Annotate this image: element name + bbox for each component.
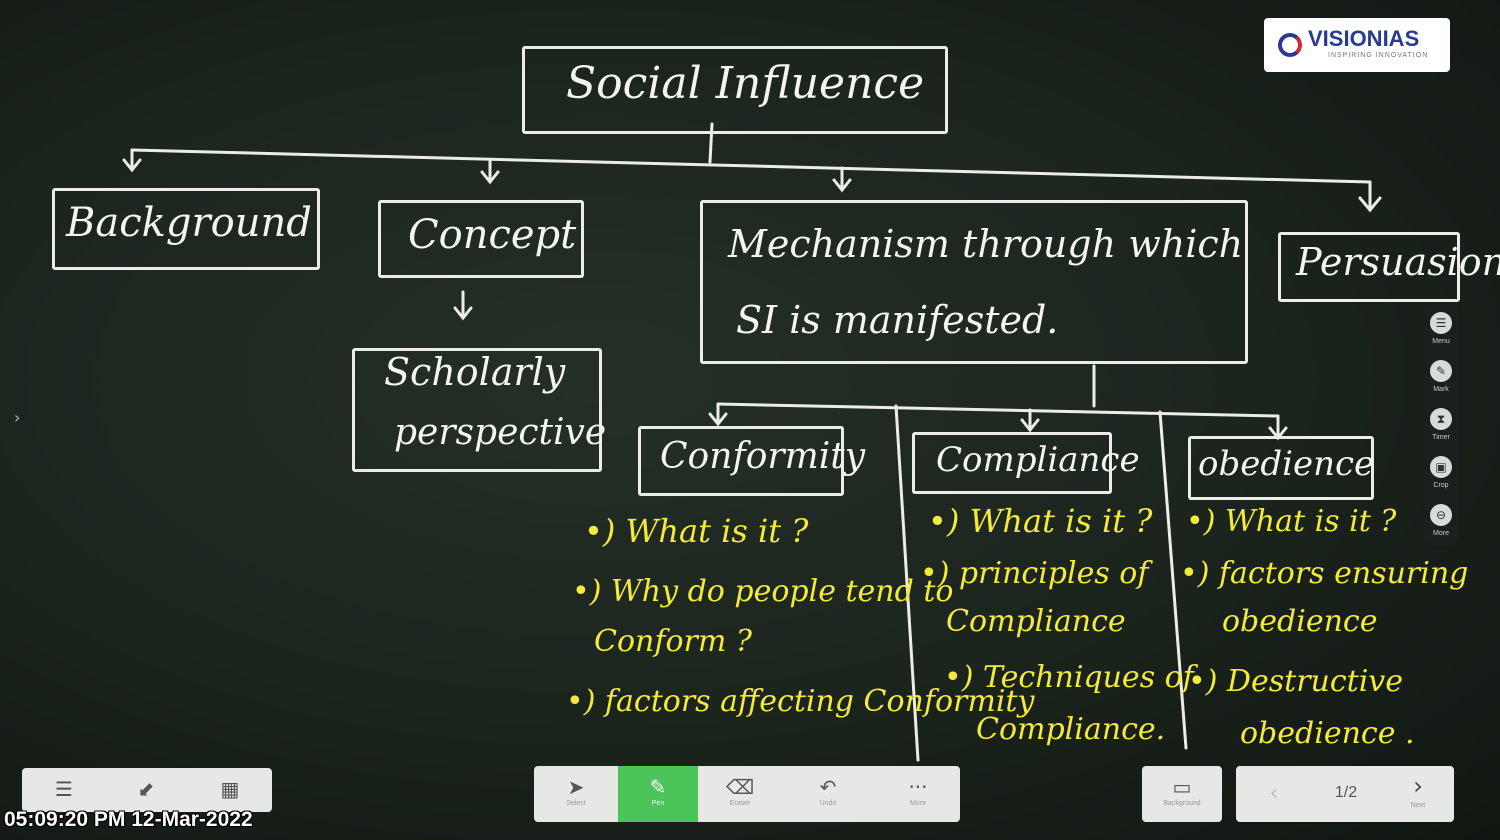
background-button[interactable]: ▭ Background [1142,766,1222,822]
logo-name: VISIONIAS [1308,26,1420,51]
side-expand-icon[interactable]: › [14,408,21,427]
conformity-node: Conformity [660,436,866,477]
next-page-button[interactable]: › Next [1396,770,1440,818]
compliance-node: Compliance [936,440,1140,480]
obedience-note-factors-cont: obedience [1222,604,1378,639]
concept-box [378,200,584,278]
scholarly-node-line2: perspective [394,412,607,453]
compliance-note-principles-cont: Compliance [946,604,1126,639]
cursor-icon: ➤ [567,775,585,799]
chevron-right-icon: › [1413,772,1423,800]
compliance-note-principles: •) principles of [920,556,1149,591]
pen-icon: ✎ [649,775,667,799]
vision-ias-logo-icon [1278,33,1302,57]
title-box [522,46,948,134]
side-toolbar: ☰ Menu ✎ Mark ⧗ Timer ▣ Crop ⊖ More [1424,305,1458,545]
conformity-note-why: •) Why do people tend to [572,574,954,609]
side-tool-mark[interactable]: ✎ Mark [1426,357,1456,403]
more-dots-icon: ··· [908,775,928,799]
select-tool-button[interactable]: ➤ Select [534,766,618,822]
conformity-note-why-cont: Conform ? [594,624,752,659]
crop-icon: ▣ [1430,456,1452,478]
more-tools-button[interactable]: ··· More [876,766,960,822]
background-button-inner: ▭ Background [1142,766,1222,822]
obedience-note-destructive-cont: obedience . [1240,716,1415,751]
menu-icon: ☰ [55,777,73,801]
eraser-icon: ⌫ [725,775,755,799]
timer-icon: ⧗ [1430,408,1452,430]
toolbar-minimize-button[interactable]: ⬋ [118,768,174,812]
logo-tagline: INSPIRING INNOVATION [1328,52,1429,59]
side-tool-more[interactable]: ⊖ More [1426,501,1456,547]
eraser-tool-button[interactable]: ⌫ Eraser [698,766,782,822]
qr-code-icon: ▦ [220,777,240,801]
recording-timestamp: 05:09:20 PM 12-Mar-2022 [4,808,253,831]
minimize-icon: ⬋ [137,777,155,801]
obedience-node: obedience [1198,444,1375,484]
page-indicator: 1/2 [1334,784,1358,801]
conformity-note-what: •) What is it ? [584,512,809,550]
page-navigator: ‹ 1/2 › Next [1236,766,1454,822]
chevron-left-icon: ‹ [1269,781,1279,806]
obedience-note-what: •) What is it ? [1186,504,1397,539]
mark-icon: ✎ [1430,360,1452,382]
prev-page-button[interactable]: ‹ [1254,776,1294,812]
monitor-icon: ▭ [1172,775,1192,799]
compliance-box [912,432,1112,494]
menu-icon: ☰ [1430,312,1452,334]
compliance-note-what: •) What is it ? [928,502,1153,540]
persuasion-node: Persuasion [1296,240,1500,284]
mechanism-node-line2: SI is manifested. [736,298,1059,342]
conformity-box [638,426,844,496]
left-toolbar: ☰ ⬋ ▦ [22,768,272,812]
undo-button[interactable]: ↶ Undo [786,766,870,822]
toolbar-qr-button[interactable]: ▦ [202,768,258,812]
mechanism-node-line1: Mechanism through which [728,222,1244,266]
obedience-note-factors: •) factors ensuring [1180,556,1469,591]
undo-icon: ↶ [819,775,837,799]
persuasion-box [1278,232,1460,302]
conformity-note-factors: •) factors affecting Conformity [566,684,1035,719]
side-tool-crop[interactable]: ▣ Crop [1426,453,1456,499]
toolbar-menu-button[interactable]: ☰ [36,768,92,812]
drawing-toolbar: ➤ Select ✎ Pen ⌫ Eraser ↶ Undo ··· More [534,766,960,822]
side-tool-menu[interactable]: ☰ Menu [1426,309,1456,355]
pen-tool-button[interactable]: ✎ Pen [618,766,698,822]
more-icon: ⊖ [1430,504,1452,526]
compliance-note-techniques: •) Techniques of [944,660,1194,695]
scholarly-node-line1: Scholarly [384,350,566,394]
scholarly-box [352,348,602,472]
title-text: Social Influence [566,58,925,109]
background-box [52,188,320,270]
mechanism-box [700,200,1248,364]
obedience-box [1188,436,1374,500]
next-label: Next [1410,802,1426,809]
vision-ias-logo: VISIONIAS INSPIRING INNOVATION [1264,18,1450,72]
concept-node: Concept [408,212,577,258]
compliance-note-techniques-cont: Compliance. [976,712,1166,747]
obedience-note-destructive: •) Destructive [1188,664,1404,699]
side-tool-timer[interactable]: ⧗ Timer [1426,405,1456,451]
background-node: Background [66,200,312,246]
